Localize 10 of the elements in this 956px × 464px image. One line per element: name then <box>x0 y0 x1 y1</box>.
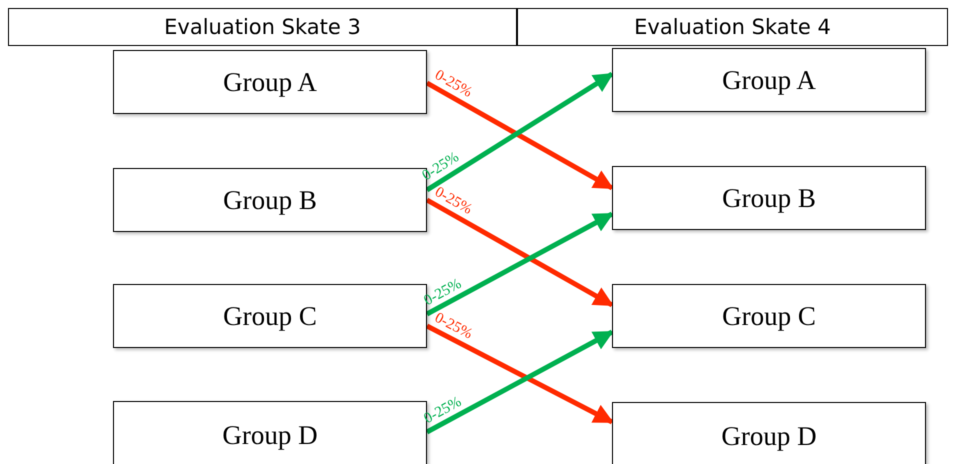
arrow <box>426 212 614 316</box>
group-box: Group A <box>113 50 427 114</box>
group-box: Group D <box>612 402 926 464</box>
group-box: Group C <box>612 284 926 348</box>
group-box: Group B <box>612 166 926 230</box>
header-cell: Evaluation Skate 3 <box>8 8 517 46</box>
arrow <box>426 198 614 308</box>
header-cell: Evaluation Skate 4 <box>517 8 948 46</box>
edge-label: 0-25% <box>432 310 475 343</box>
group-box: Group A <box>612 48 926 112</box>
